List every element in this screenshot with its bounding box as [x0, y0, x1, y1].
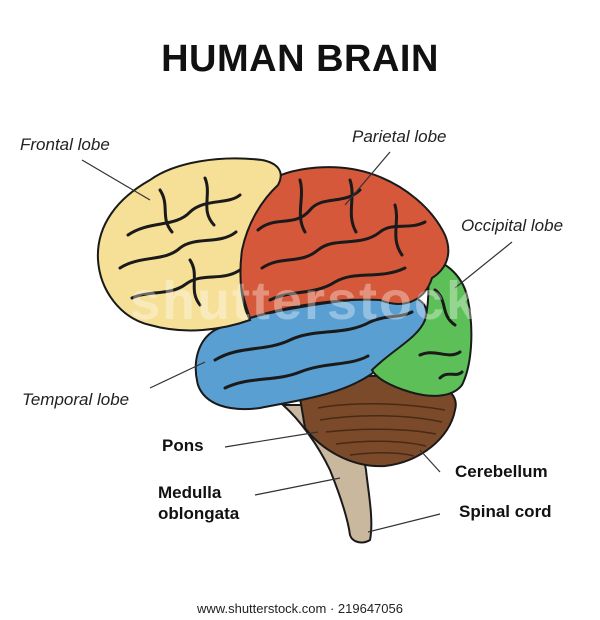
occipital-lobe [370, 256, 473, 397]
footer-credit: www.shutterstock.com · 219647056 [197, 601, 403, 616]
label-occipital-lobe: Occipital lobe [461, 216, 564, 235]
parietal-sulci [256, 178, 427, 302]
occipital-sulci [418, 288, 464, 380]
label-pons: Pons [162, 436, 204, 455]
label-temporal-lobe: Temporal lobe [22, 390, 130, 409]
label-spinal-cord: Spinal cord [459, 502, 552, 521]
leader-lines [81, 151, 513, 533]
cerebellum-folds [317, 403, 446, 457]
label-medulla-line2: oblongata [158, 504, 240, 523]
page-title: HUMAN BRAIN [161, 38, 439, 80]
temporal-sulci [213, 310, 414, 390]
label-medulla-line1: Medulla [158, 483, 222, 502]
frontal-sulci [118, 176, 242, 307]
label-cerebellum: Cerebellum [455, 462, 548, 481]
label-frontal-lobe: Frontal lobe [20, 135, 110, 154]
label-medulla-oblongata: Medulla oblongata [158, 482, 239, 524]
label-parietal-lobe: Parietal lobe [352, 127, 447, 146]
